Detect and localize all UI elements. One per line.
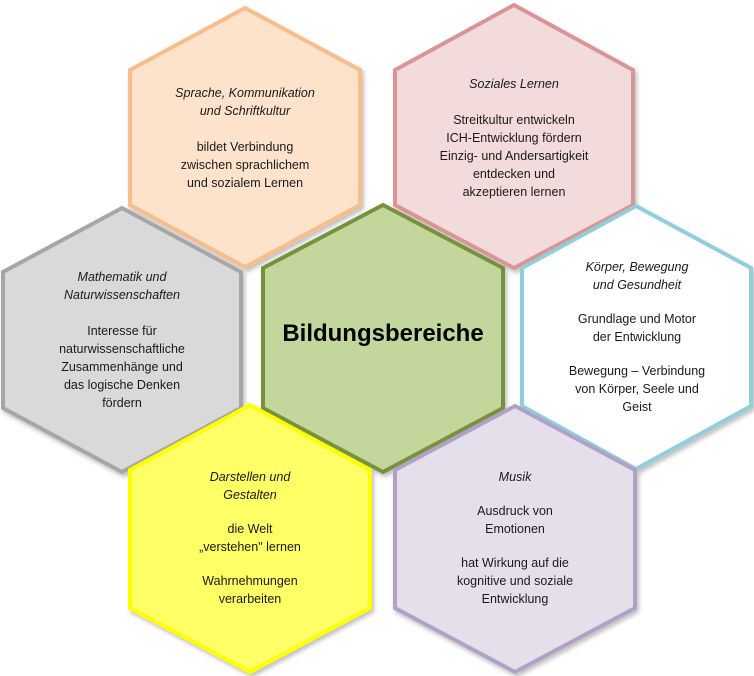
hexagon-soziales [393,2,635,271]
center-title: Bildungsbereiche [282,320,484,347]
area-description: Interesse für naturwissenschaftliche Zus… [59,324,185,410]
area-title: Darstellen und Gestalten [209,469,291,502]
area-title: Körper, Bewegung und Gesundheit [585,260,689,292]
area-description-2: Wahrnehmungen verarbeiten [202,573,298,606]
area-title: Musik [498,469,532,484]
hexagon-center [261,202,505,475]
area-description: Grundlage und Motor der Entwicklung [577,312,697,344]
hexagon-koerper [520,203,753,472]
hexagon-darstellen [128,402,372,675]
text-center: Bildungsbereiche [263,318,503,350]
hexagon-sprache [128,5,362,270]
area-description: bildet Verbindung zwischen sprachlichem … [180,139,310,190]
area-description: Ausdruck von Emotionen [477,503,553,536]
text-soziales: Soziales Lernen Streitkultur entwickeln … [410,68,618,208]
hexagon-musik [393,403,637,675]
text-sprache: Sprache, Kommunikation und Schriftkultur… [145,70,345,205]
area-title: Mathematik und Naturwissenschaften [63,270,181,302]
text-darstellen: Darstellen und Gestalten die Welt „verst… [145,465,355,610]
text-musik: Musik Ausdruck von Emotionen hat Wirkung… [410,465,620,610]
text-mathematik: Mathematik und Naturwissenschaften Inter… [18,270,226,410]
area-title: Sprache, Kommunikation und Schriftkultur [175,85,315,118]
area-description-2: hat Wirkung auf die kognitive und sozial… [456,555,574,606]
area-description-2: Bewegung – Verbindung von Körper, Seele … [568,364,706,414]
area-description: Streitkultur entwickeln ICH-Entwicklung … [439,113,589,199]
area-title: Soziales Lernen [469,77,559,91]
text-koerper: Körper, Bewegung und Gesundheit Grundlag… [537,260,737,414]
area-description: die Welt „verstehen" lernen [199,521,301,554]
